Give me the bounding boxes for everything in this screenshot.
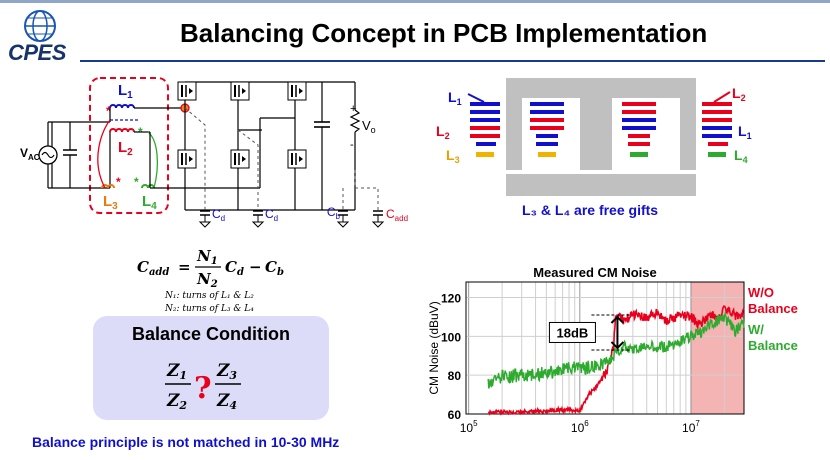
plot-frame (465, 281, 745, 415)
annotation-arrow-down-icon (610, 341, 625, 350)
y-axis-label: CM Noise (dBuV) (427, 301, 441, 394)
right-window-windings (622, 102, 656, 157)
vac-label: VAC (20, 146, 40, 162)
l4-dot-marker: * (134, 175, 139, 189)
core-l1-label-right: L1 (738, 123, 752, 141)
x-tick-label: 106 (571, 419, 589, 435)
balance-principle-note: Balance principle is not matched in 10-3… (32, 434, 340, 450)
cd-label-2: Cd (265, 207, 278, 223)
right-outer-windings (702, 102, 732, 157)
vo-label: Vo (362, 118, 376, 135)
z3-label: Z3 (216, 361, 237, 382)
core-l4-label: L4 (734, 147, 748, 165)
chart-title: Measured CM Noise (533, 265, 657, 280)
z2-label: Z2 (166, 391, 187, 412)
z1-label: Z1 (166, 361, 187, 382)
mosfet-switches (177, 81, 307, 169)
y-tick-label: 80 (448, 369, 462, 383)
question-mark-icon: ? (194, 371, 212, 406)
annotation-label: 18dB (557, 325, 589, 340)
x-tick-label: 107 (682, 419, 700, 435)
cd-capacitor-2: Cd (251, 207, 278, 228)
cb-capacitor: Cb (327, 205, 350, 228)
y-tick-label: 120 (441, 292, 461, 306)
balance-condition-title: Balance Condition (131, 324, 290, 344)
cadd-formula: Cadd = N1 N2 Cd − Cb (137, 247, 284, 290)
cpes-logo: CPES (4, 6, 76, 65)
series-line-wo-balance (487, 305, 745, 416)
l2-label: L2 (118, 139, 133, 158)
title-divider (80, 60, 825, 62)
cd-label-1: Cd (212, 207, 225, 223)
core-l3-label: L3 (446, 147, 460, 165)
formula-equals: = (178, 258, 191, 276)
legend-w-balance: W/Balance (748, 322, 798, 353)
cd-capacitor-1: Cd (198, 207, 225, 228)
highlight-region (690, 281, 745, 415)
x-tick-label: 105 (460, 419, 478, 435)
vo-minus: - (350, 139, 354, 151)
l4-coil (141, 184, 155, 189)
annotation-arrow-up-icon (610, 315, 625, 324)
balance-equation: Z1 Z2 ? Z3 Z4 (165, 361, 241, 412)
formula-denominator: N2 (196, 270, 218, 290)
l1-dot-marker: * (106, 104, 111, 118)
pcb-circuit-schematic: VAC L1 * L2 * L3 L4 * * (20, 77, 408, 228)
core-l2-label-left: L2 (436, 123, 450, 141)
cadd-capacitor: Cadd (371, 207, 408, 228)
formula-note-n2: N₂: turns of L₃ & L₄ (165, 304, 254, 314)
l3-dot-marker: * (116, 175, 121, 189)
l3-label: L3 (103, 193, 118, 212)
page-title: Balancing Concept in PCB Implementation (180, 18, 708, 48)
y-tick-label: 60 (448, 408, 462, 422)
l4-label: L4 (142, 193, 157, 212)
annotation-box (548, 321, 596, 343)
pcb-winding-cross-section: L1 L2 L3 L2 L1 L4 (436, 78, 752, 196)
l2-arrow-icon (713, 91, 731, 103)
cm-noise-chart: Measured CM Noise 60 80 100 120 105 106 107 CM N… (427, 265, 745, 435)
choke-dashed-box (89, 77, 169, 214)
cadd-label: Cadd (386, 207, 408, 223)
core-l2-label-right: L2 (732, 85, 746, 103)
z4-label: Z4 (216, 391, 237, 412)
series-line-w-balance (487, 310, 745, 389)
formula-lhs: Cadd (137, 258, 169, 278)
vo-plus: + (350, 103, 356, 115)
l1-label: L1 (118, 82, 133, 101)
formula-note-n1: N₁: turns of L₁ & L₂ (165, 291, 254, 301)
logo-text: CPES (8, 40, 66, 65)
core-l1-label-left: L1 (448, 89, 462, 107)
left-window-windings (530, 102, 564, 157)
l1-coil (109, 104, 135, 109)
formula-term1: Cd (225, 258, 244, 278)
formula-minus: − (249, 258, 262, 276)
left-outer-windings (470, 102, 500, 157)
cb-label: Cb (327, 205, 341, 221)
formula-numerator: N1 (196, 247, 218, 267)
balance-condition-box: Balance Condition Z1 Z2 ? Z3 Z4 (93, 316, 329, 420)
y-tick-label: 100 (441, 330, 461, 344)
globe-icon (24, 10, 56, 42)
free-gifts-caption: L₃ & L₄ are free gifts (522, 202, 659, 218)
formula-term2: Cb (265, 258, 284, 278)
l1-arrow-icon (467, 93, 485, 103)
header-top-line (0, 0, 830, 3)
l2-coil (109, 128, 135, 133)
